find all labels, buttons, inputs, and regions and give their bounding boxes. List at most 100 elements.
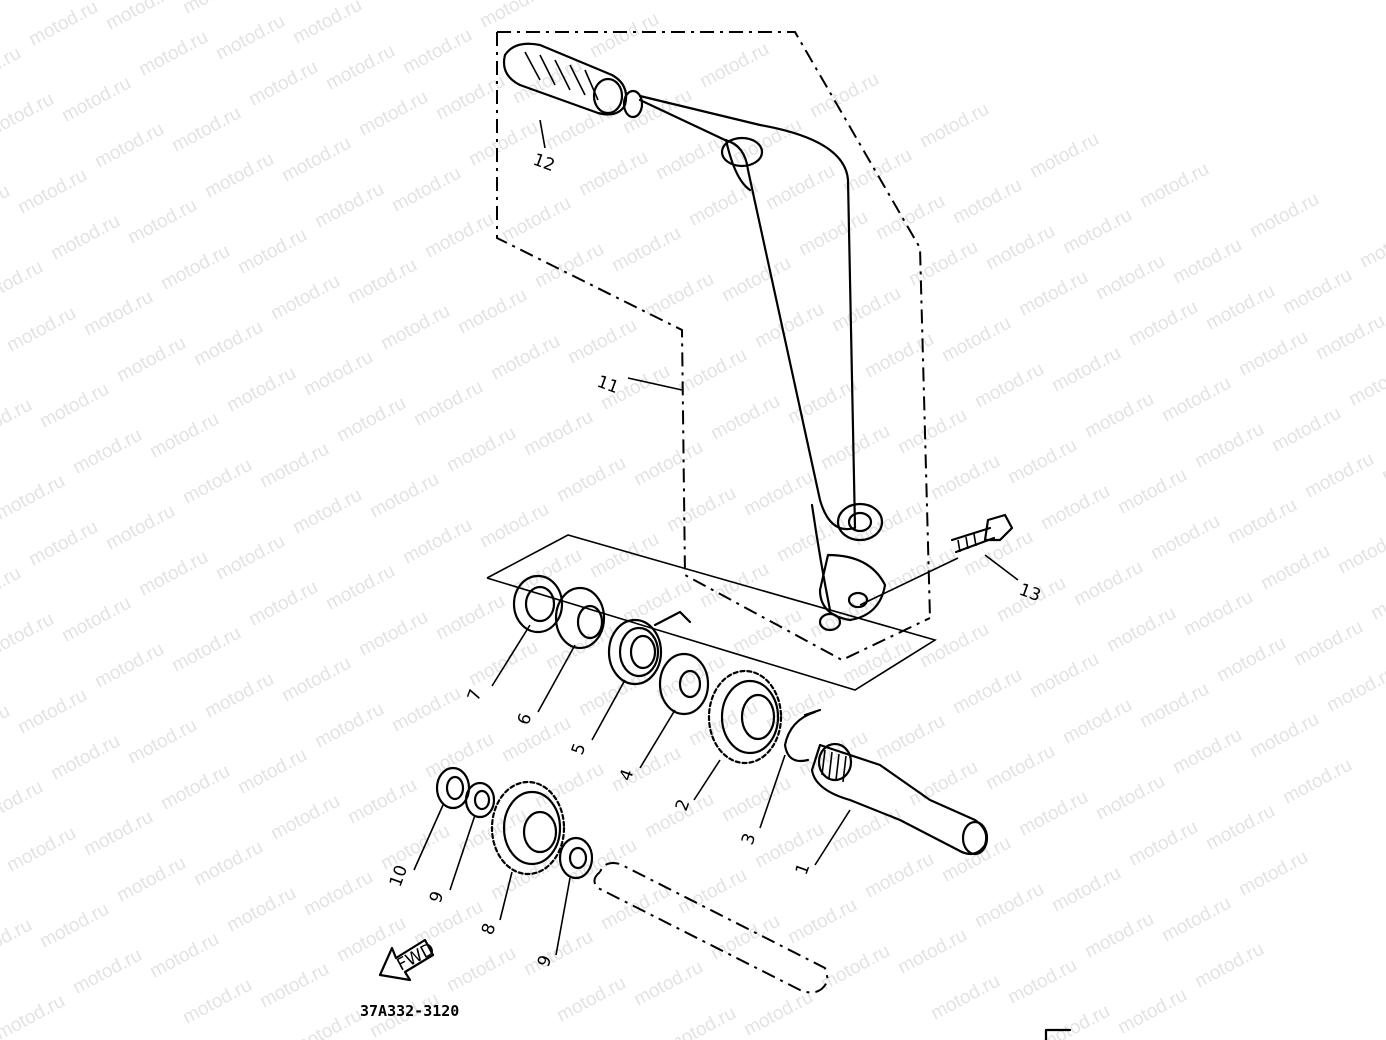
callout-8: 8 (478, 921, 500, 938)
watermark-text: motod.ru (1158, 893, 1234, 947)
callout-3: 3 (738, 831, 760, 848)
watermark-text: motod.ru (1037, 1001, 1113, 1040)
oil-seal (512, 574, 564, 634)
watermark-text: motod.ru (762, 161, 838, 215)
watermark-text: motod.ru (1092, 251, 1168, 305)
watermark-text: motod.ru (817, 421, 893, 475)
watermark-text: motod.ru (1279, 755, 1355, 809)
watermark-text: motod.ru (157, 761, 233, 815)
watermark-text: motod.ru (718, 773, 794, 827)
watermark-text: motod.ru (0, 471, 69, 525)
watermark-text: motod.ru (476, 499, 552, 553)
watermark-text: motod.ru (69, 425, 145, 479)
watermark-text: motod.ru (179, 975, 255, 1029)
watermark-text: motod.ru (1103, 603, 1179, 657)
watermark-text: motod.ru (663, 1003, 739, 1040)
watermark-text: motod.ru (982, 741, 1058, 795)
watermark-text: motod.ru (1081, 389, 1157, 443)
watermark-text: motod.ru (1334, 525, 1386, 579)
watermark-text: motod.ru (47, 211, 123, 265)
watermark-text: motod.ru (377, 301, 453, 355)
watermark-text: motod.ru (0, 349, 3, 403)
watermark-text: motod.ru (267, 271, 343, 325)
watermark-text: motod.ru (355, 87, 431, 141)
watermark-text: motod.ru (25, 517, 101, 571)
watermark-text: motod.ru (817, 941, 893, 995)
watermark-text: motod.ru (806, 589, 882, 643)
watermark-text: motod.ru (289, 485, 365, 539)
watermark-text: motod.ru (0, 777, 47, 831)
watermark-text: motod.ru (58, 593, 134, 647)
watermark-text: motod.ru (729, 605, 805, 659)
watermark-text: motod.ru (1235, 847, 1311, 901)
watermark-text: motod.ru (0, 869, 3, 923)
watermark-text: motod.ru (344, 775, 420, 829)
watermark-text: motod.ru (201, 149, 277, 203)
watermark-text: motod.ru (278, 133, 354, 187)
collar (554, 586, 606, 650)
watermark-text: motod.ru (234, 745, 310, 799)
watermark-text: motod.ru (102, 0, 178, 34)
watermark-text: motod.ru (1213, 633, 1289, 687)
watermark-text: motod.ru (905, 237, 981, 291)
watermark-text: motod.ru (201, 669, 277, 723)
watermark-text: motod.ru (344, 255, 420, 309)
watermark-text: motod.ru (1059, 205, 1135, 259)
watermark-text: motod.ru (982, 221, 1058, 275)
watermark-text: motod.ru (861, 849, 937, 903)
watermark-text: motod.ru (3, 823, 79, 877)
idle-gear (490, 780, 566, 876)
watermark-text: motod.ru (421, 209, 497, 263)
watermark-text: motod.ru (1345, 357, 1386, 411)
watermark-text: motod.ru (267, 791, 343, 845)
watermark-text: motod.ru (432, 591, 508, 645)
watermark-text: motod.ru (102, 501, 178, 555)
watermark-text: motod.ru (1202, 801, 1278, 855)
watermark-text: motod.ru (971, 879, 1047, 933)
watermark-text: motod.ru (1081, 909, 1157, 963)
watermark-text: motod.ru (630, 437, 706, 491)
watermark-text: motod.ru (289, 1005, 365, 1040)
watermark-text: motod.ru (0, 0, 69, 4)
watermark-text: motod.ru (14, 165, 90, 219)
watermark-text: motod.ru (146, 929, 222, 983)
corner-bracket (1044, 1028, 1072, 1040)
watermark-text: motod.ru (1114, 465, 1190, 519)
watermark-text: motod.ru (938, 833, 1014, 887)
watermark-text: motod.ru (641, 269, 717, 323)
watermark-text: motod.ru (443, 943, 519, 997)
pinch-bolt (950, 513, 1014, 554)
watermark-text: motod.ru (91, 119, 167, 173)
watermark-text: motod.ru (1048, 863, 1124, 917)
watermark-text: motod.ru (806, 69, 882, 123)
watermark-text: motod.ru (1136, 679, 1212, 733)
watermark-text: motod.ru (553, 453, 629, 507)
watermark-text: motod.ru (707, 911, 783, 965)
watermark-text: motod.ru (839, 145, 915, 199)
watermark-text: motod.ru (916, 99, 992, 153)
watermark-text: motod.ru (25, 0, 101, 50)
watermark-text: motod.ru (388, 683, 464, 737)
watermark-text: motod.ru (212, 531, 288, 585)
washer-9-upper (464, 781, 496, 819)
watermark-text: motod.ru (1378, 433, 1386, 487)
watermark-text: motod.ru (641, 789, 717, 843)
watermark-text: motod.ru (168, 623, 244, 677)
watermark-text: motod.ru (1015, 787, 1091, 841)
watermark-text: motod.ru (1202, 281, 1278, 335)
watermark-text: motod.ru (1367, 571, 1386, 625)
watermark-text: motod.ru (190, 837, 266, 891)
watermark-text: motod.ru (630, 957, 706, 1011)
watermark-text: motod.ru (179, 0, 255, 18)
watermark-text: motod.ru (0, 609, 58, 663)
watermark-text: motod.ru (531, 759, 607, 813)
watermark-text: motod.ru (696, 39, 772, 93)
watermark-text: motod.ru (465, 117, 541, 171)
watermark-text: motod.ru (927, 451, 1003, 505)
watermark-text: motod.ru (487, 331, 563, 385)
watermark-text: motod.ru (278, 653, 354, 707)
watermark-text: motod.ru (1004, 435, 1080, 489)
watermark-text: motod.ru (36, 899, 112, 953)
watermark-text: motod.ru (1136, 159, 1212, 213)
